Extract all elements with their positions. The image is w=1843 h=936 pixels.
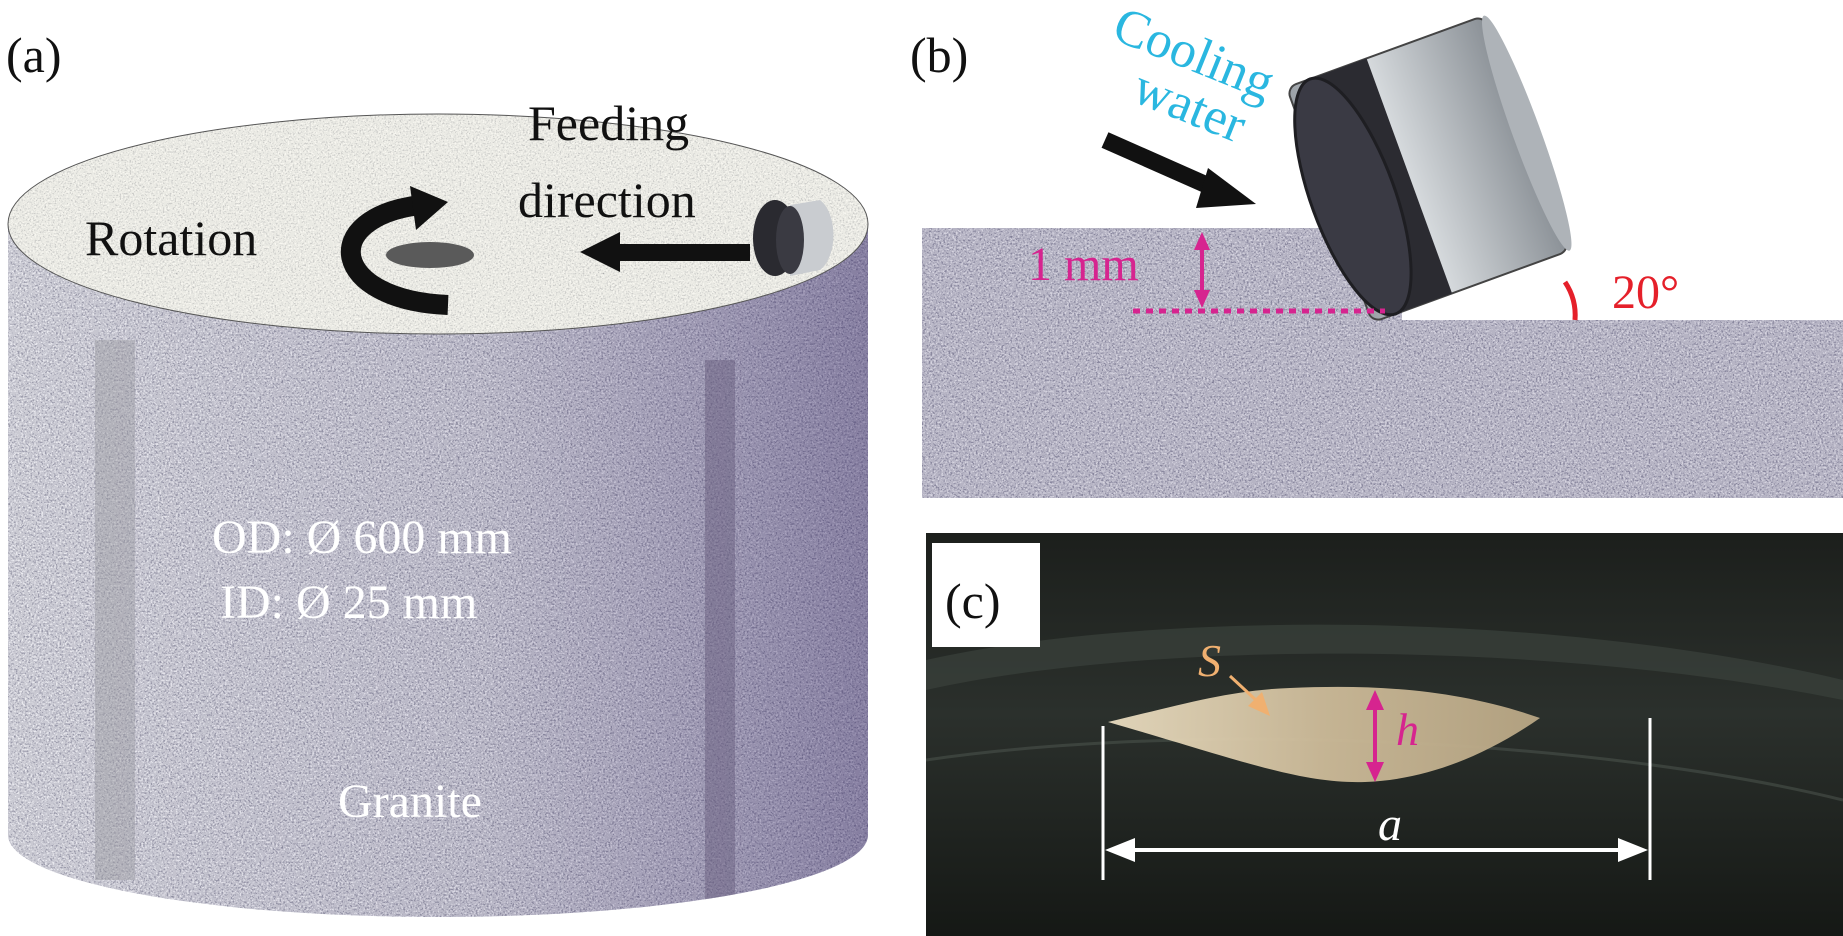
panel-a-label: (a) — [6, 27, 62, 83]
rotation-label: Rotation — [85, 210, 257, 266]
feeding-arrow-icon — [580, 232, 750, 272]
coolant-text: Cooling water — [1106, 0, 1283, 154]
depth-label: 1 mm — [1028, 238, 1139, 291]
pdc-cutter — [1288, 15, 1572, 321]
feeding-label-line2: direction — [518, 172, 696, 228]
rotation-arrow-icon — [340, 186, 449, 315]
panel-a: (a) Rotation Feeding direction — [6, 27, 869, 917]
center-hole — [386, 242, 474, 268]
outer-diameter-label: OD: Ø 600 mm — [212, 511, 512, 564]
angle-arc — [1562, 280, 1578, 321]
depth-arrow-icon — [1194, 232, 1210, 308]
panel-b-label: (b) — [910, 27, 968, 83]
panel-c: (c) S h a — [926, 533, 1843, 936]
panel-c-label: (c) — [945, 573, 1001, 629]
cutting-scar — [1108, 686, 1540, 783]
angle-label: 20° — [1612, 266, 1679, 319]
feeding-label-line1: Feeding — [528, 95, 689, 151]
length-symbol: a — [1378, 798, 1402, 851]
rock-slab — [922, 228, 1843, 498]
area-symbol: S — [1198, 635, 1221, 686]
area-pointer-icon — [1228, 674, 1270, 716]
coolant-arrow-icon — [1101, 132, 1256, 208]
height-arrow-icon — [1366, 690, 1384, 782]
panel-b: (b) Cooling water — [910, 0, 1843, 498]
cutter-small — [753, 200, 834, 276]
inner-diameter-label: ID: Ø 25 mm — [220, 576, 477, 629]
height-symbol: h — [1396, 704, 1419, 755]
length-dimension-icon — [1101, 718, 1652, 880]
material-label: Granite — [338, 775, 482, 828]
